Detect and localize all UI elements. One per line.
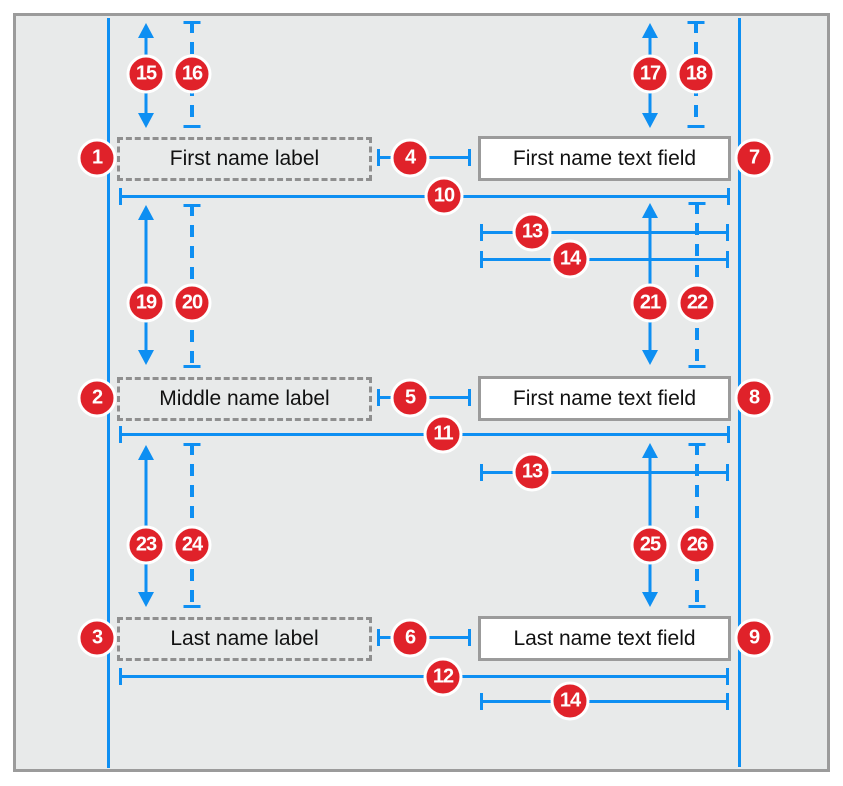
constraint-marker-8: 8	[734, 378, 774, 418]
middle-row-text-field-box: First name text field	[478, 376, 731, 421]
constraint-marker-4: 4	[390, 138, 430, 178]
first-name-label-text: First name label	[169, 147, 320, 170]
measure-line-13-middle	[480, 464, 729, 481]
constraint-marker-13-top: 13	[512, 212, 552, 252]
measure-line-14-bottom	[480, 693, 729, 710]
constraint-marker-5: 5	[390, 378, 430, 418]
middle-name-label-box: Middle name label	[117, 377, 372, 421]
middle-row-field-text: First name text field	[512, 386, 697, 410]
constraint-marker-11: 11	[423, 414, 463, 454]
first-name-text-field-box: First name text field	[478, 136, 731, 181]
measure-line-13-top	[480, 224, 729, 241]
last-name-text-field-box: Last name text field	[478, 616, 731, 661]
constraint-marker-9: 9	[734, 618, 774, 658]
constraint-marker-18: 18	[676, 54, 716, 94]
constraint-marker-10: 10	[424, 176, 464, 216]
constraint-marker-17: 17	[630, 54, 670, 94]
last-name-label-box: Last name label	[117, 617, 372, 661]
constraint-marker-20: 20	[172, 283, 212, 323]
constraint-marker-25: 25	[630, 525, 670, 565]
constraint-marker-26: 26	[677, 525, 717, 565]
constraint-marker-13-middle: 13	[512, 452, 552, 492]
constraint-marker-23: 23	[126, 525, 166, 565]
constraint-marker-24: 24	[172, 525, 212, 565]
constraint-marker-12: 12	[423, 657, 463, 697]
constraint-marker-3: 3	[77, 618, 117, 658]
last-name-label-text: Last name label	[170, 627, 319, 650]
constraint-marker-1: 1	[77, 138, 117, 178]
constraint-marker-19: 19	[126, 283, 166, 323]
first-name-field-text: First name text field	[512, 146, 697, 170]
constraint-marker-7: 7	[734, 138, 774, 178]
first-name-label-box: First name label	[117, 137, 372, 181]
vertical-spacing-arrow-25	[641, 443, 659, 607]
last-name-field-text: Last name text field	[513, 626, 696, 650]
constraint-marker-16: 16	[172, 54, 212, 94]
constraint-marker-14-top: 14	[550, 239, 590, 279]
constraint-marker-22: 22	[677, 283, 717, 323]
constraint-marker-14-bottom: 14	[550, 681, 590, 721]
middle-name-label-text: Middle name label	[159, 387, 330, 410]
constraint-marker-6: 6	[390, 618, 430, 658]
constraint-marker-2: 2	[77, 378, 117, 418]
measure-line-14-top	[480, 251, 729, 268]
constraint-marker-21: 21	[630, 283, 670, 323]
constraint-marker-15: 15	[126, 54, 166, 94]
